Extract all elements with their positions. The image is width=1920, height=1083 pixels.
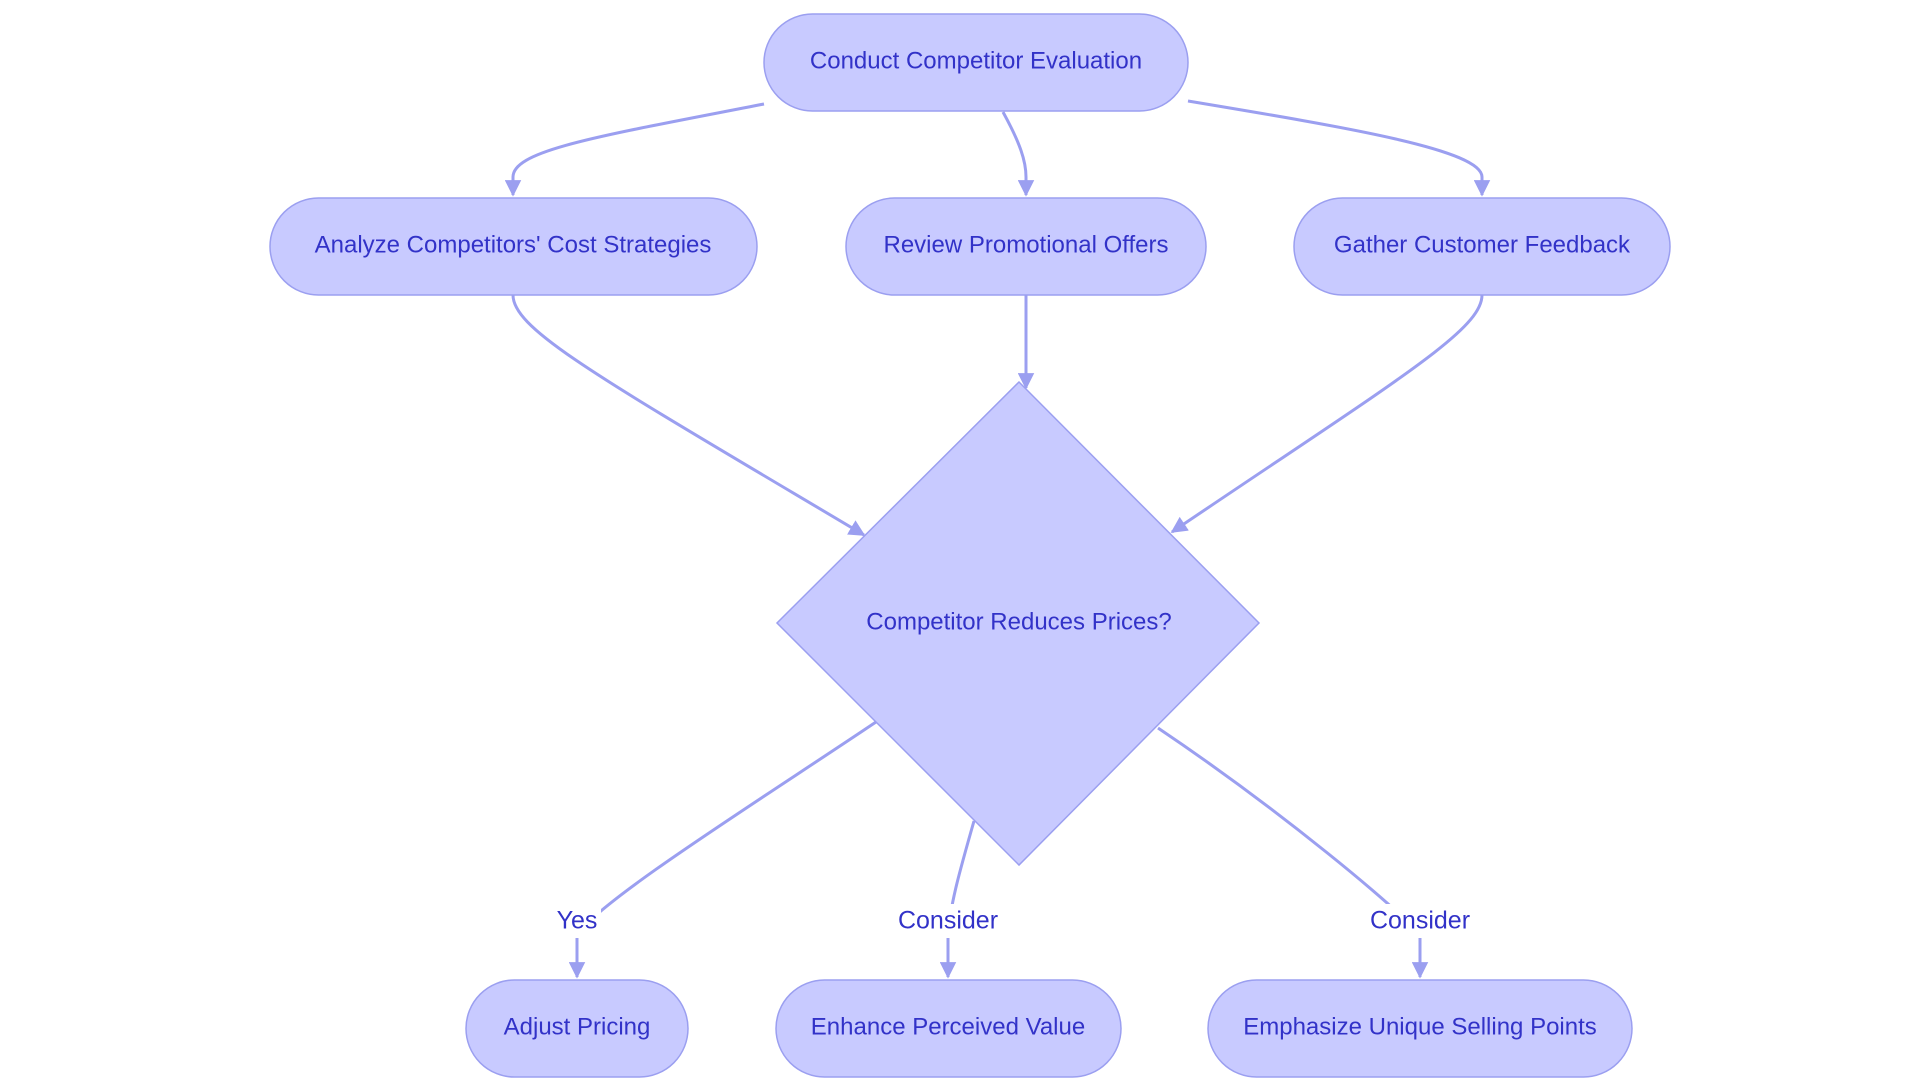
edge-decision-to-emphasize [1157, 726, 1429, 979]
edge-start-to-review [1001, 111, 1035, 197]
edge-label-consider-emphasize: Consider [1370, 907, 1470, 935]
edge-analyze-to-decision [511, 294, 866, 537]
node-shape-start [763, 13, 1189, 112]
node-enhance-perceived-value: Enhance Perceived Value [775, 979, 1122, 1078]
node-label-adjust: Adjust Pricing [504, 1013, 651, 1040]
node-label-review: Review Promotional Offers [884, 231, 1169, 258]
node-shape-emphasize [1207, 979, 1633, 1078]
node-shape-gather [1293, 197, 1671, 296]
edge-start-to-analyze [504, 102, 765, 197]
node-adjust-pricing: Adjust Pricing [465, 979, 689, 1078]
node-shape-enhance [775, 979, 1122, 1078]
edge-label-yes: Yes [557, 907, 598, 935]
node-gather-customer-feedback: Gather Customer Feedback [1293, 197, 1671, 296]
node-label-decision: Competitor Reduces Prices? [866, 608, 1171, 635]
node-analyze-competitors-cost-strategies: Analyze Competitors' Cost Strategies [269, 197, 758, 296]
edge-label-bg-consider-1 [896, 904, 1000, 938]
node-label-emphasize: Emphasize Unique Selling Points [1243, 1013, 1597, 1040]
node-emphasize-unique-selling-points: Emphasize Unique Selling Points [1207, 979, 1633, 1078]
node-label-gather: Gather Customer Feedback [1334, 231, 1631, 258]
node-review-promotional-offers: Review Promotional Offers [845, 197, 1207, 296]
edge-label-bg-yes [553, 904, 601, 938]
nodes: Conduct Competitor Evaluation Analyze Co… [269, 13, 1671, 1078]
edge-label-consider-enhance: Consider [898, 907, 998, 935]
node-competitor-reduces-prices-decision: Competitor Reduces Prices? [775, 380, 1261, 867]
node-shape-review [845, 197, 1207, 296]
node-label-start: Conduct Competitor Evaluation [810, 47, 1142, 74]
node-label-enhance: Enhance Perceived Value [811, 1013, 1085, 1040]
edge-labels: Yes Consider Consider [553, 904, 1472, 938]
edge-decision-to-enhance [939, 820, 976, 979]
node-shape-analyze [269, 197, 758, 296]
node-label-analyze: Analyze Competitors' Cost Strategies [315, 231, 712, 258]
node-conduct-competitor-evaluation: Conduct Competitor Evaluation [763, 13, 1189, 112]
edge-decision-to-adjust [568, 720, 877, 979]
node-shape-adjust [465, 979, 689, 1078]
edge-label-bg-consider-2 [1368, 904, 1472, 938]
decision-diamond [775, 380, 1261, 867]
edge-start-to-gather [1187, 99, 1491, 197]
edge-gather-to-decision [1170, 294, 1484, 534]
